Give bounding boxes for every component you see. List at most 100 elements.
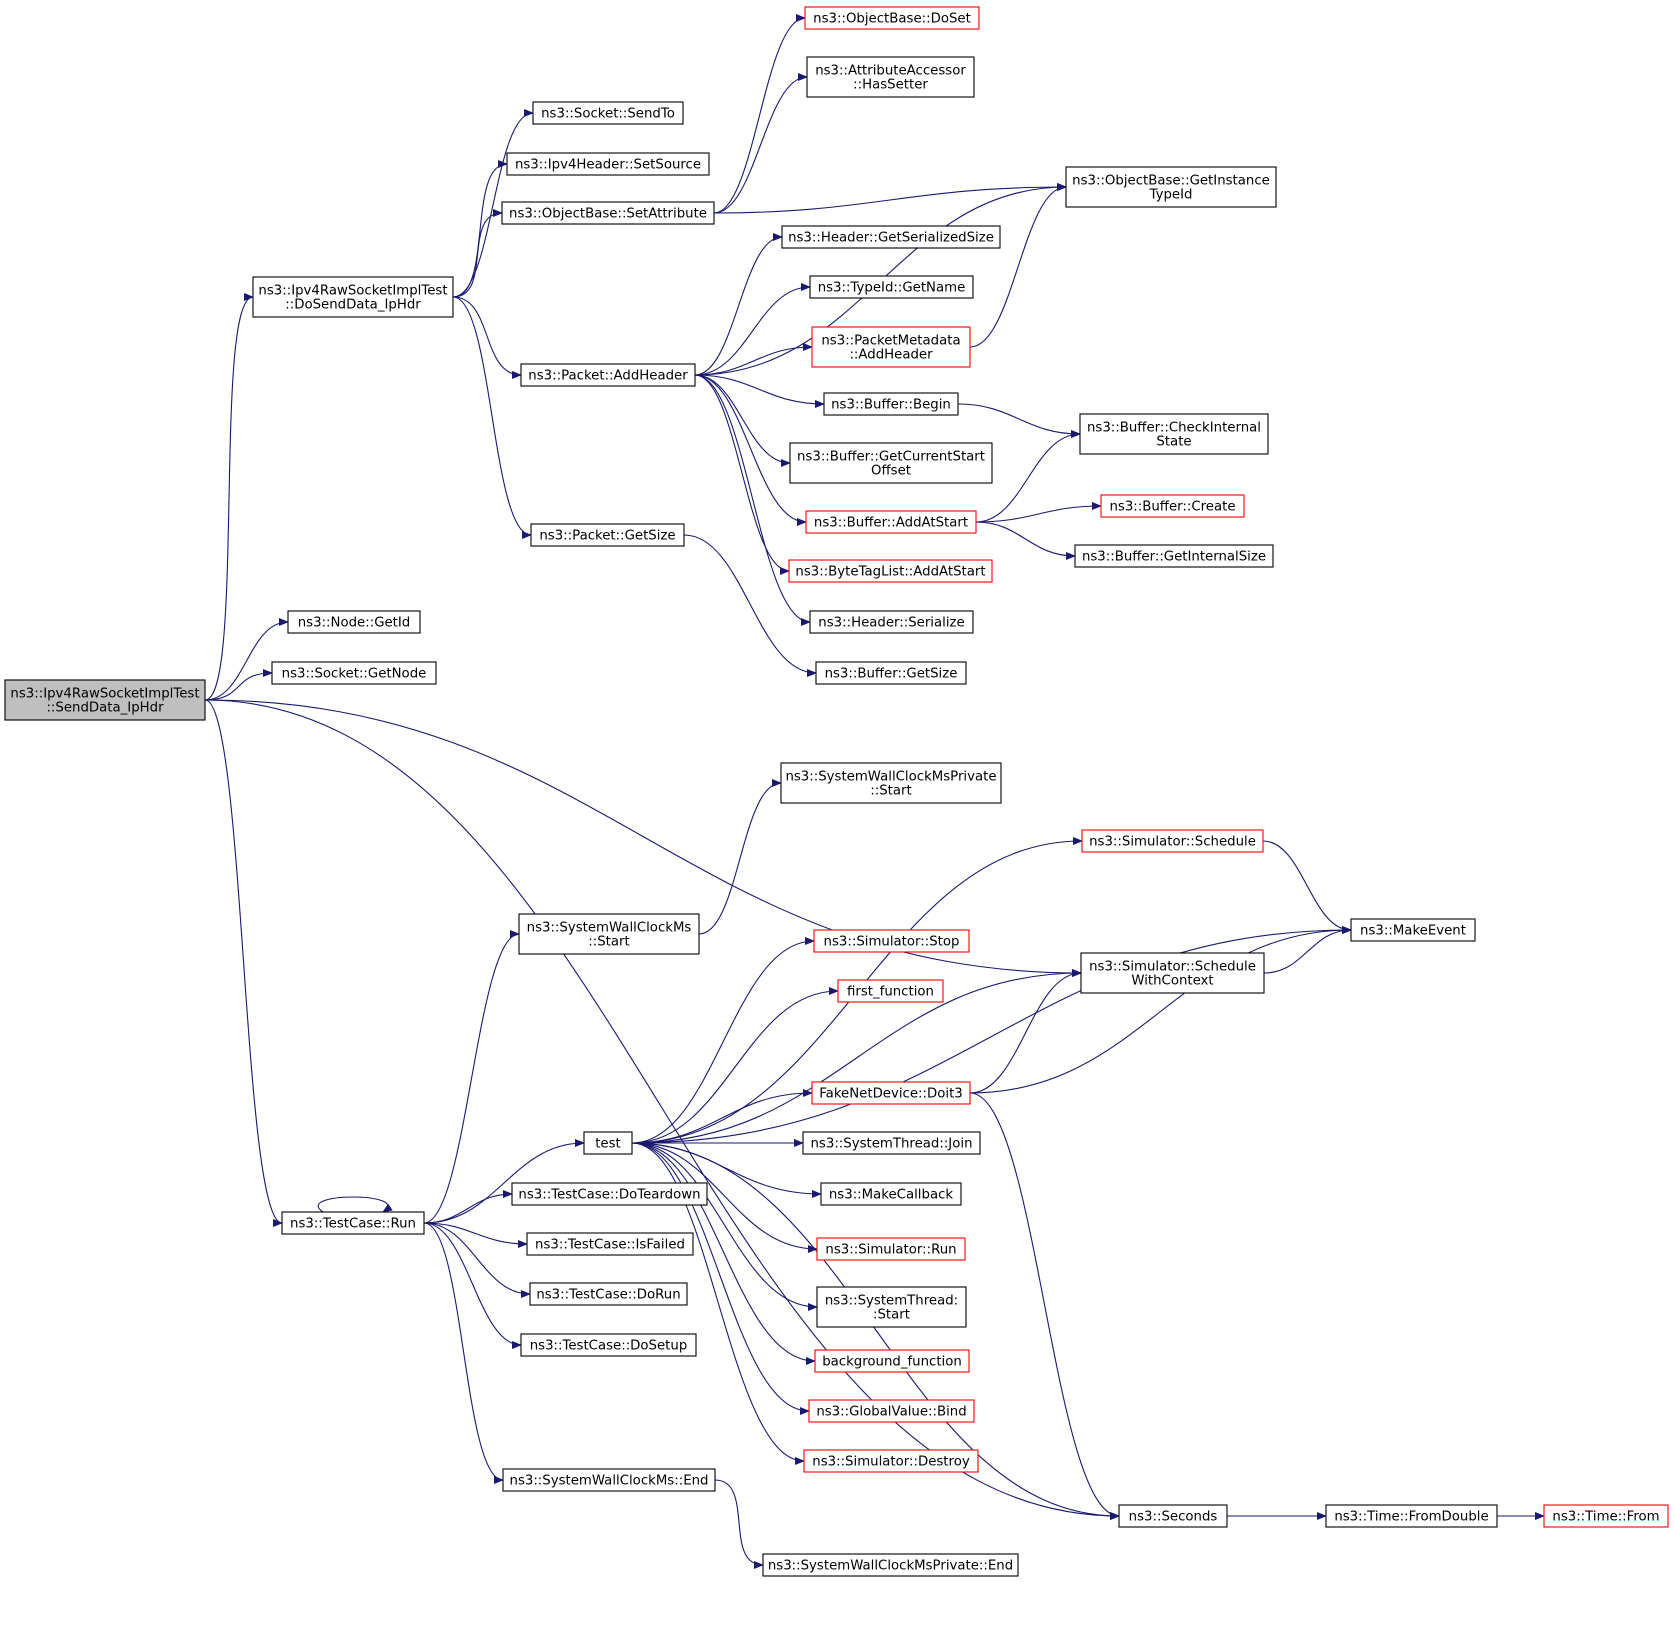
node-ns3-typeid-getname[interactable]: ns3::TypeId::GetName xyxy=(809,275,974,299)
node-label: ns3::ByteTagList::AddAtStart xyxy=(795,565,985,580)
node-ns3-bytetaglist-addatstart[interactable]: ns3::ByteTagList::AddAtStart xyxy=(788,559,993,583)
node-box xyxy=(837,979,944,1003)
node-label: ns3::MakeCallback xyxy=(829,1188,954,1203)
node-ns3-systemwallclockmsprivate-start[interactable]: ns3::SystemWallClockMsPrivate::Start xyxy=(780,762,1002,804)
node-box xyxy=(811,1081,971,1105)
node-box xyxy=(502,1468,716,1492)
node-label: ns3::Time::FromDouble xyxy=(1334,1510,1488,1525)
node-first-function[interactable]: first_function xyxy=(837,979,944,1003)
edge-test-to-makeEvent xyxy=(631,926,1352,1144)
node-ns3-testcase-doteardown[interactable]: ns3::TestCase::DoTeardown xyxy=(511,1182,708,1206)
node-ns3-time-fromdouble[interactable]: ns3::Time::FromDouble xyxy=(1325,1504,1498,1528)
node-box xyxy=(809,610,974,634)
node-label: ns3::TestCase::Run xyxy=(290,1217,416,1232)
node-ns3-simulator-destroy[interactable]: ns3::Simulator::Destroy xyxy=(803,1449,979,1473)
edge-bufAddAtStart-to-bufCheckInt xyxy=(975,430,1081,523)
node-label: ns3::Simulator::Schedule xyxy=(1089,960,1256,975)
node-box xyxy=(788,559,993,583)
node-label: ns3::Socket::SendTo xyxy=(541,107,675,122)
node-ns3-socket-sendto[interactable]: ns3::Socket::SendTo xyxy=(532,101,684,125)
node-ns3-systemwallclockms-start[interactable]: ns3::SystemWallClockMs::Start xyxy=(518,913,700,955)
node-ns3-testcase-dosetup[interactable]: ns3::TestCase::DoSetup xyxy=(520,1333,697,1357)
node-label: ns3::SystemWallClockMs xyxy=(527,921,692,936)
node-ns3-simulator-schedule[interactable]: ns3::Simulator::Schedule xyxy=(1081,829,1264,853)
node-box xyxy=(803,1449,979,1473)
node-box xyxy=(808,1399,975,1423)
edge-swcmStart-to-swcmpStart xyxy=(698,779,782,935)
edge-test-to-schedWithCtx xyxy=(631,969,1082,1144)
node-ns3-ipv4rawsocketimpltest-senddata-iphdr[interactable]: ns3::Ipv4RawSocketImplTest::SendData_IpH… xyxy=(4,679,206,721)
node-label: ns3::GlobalValue::Bind xyxy=(816,1405,966,1420)
node-ns3-packet-getsize[interactable]: ns3::Packet::GetSize xyxy=(530,523,685,547)
node-box xyxy=(816,1286,967,1328)
node-ns3-systemwallclockmsprivate-end[interactable]: ns3::SystemWallClockMsPrivate::End xyxy=(762,1553,1019,1577)
node-ns3-packet-addheader[interactable]: ns3::Packet::AddHeader xyxy=(520,363,696,387)
node-ns3-objectbase-setattribute[interactable]: ns3::ObjectBase::SetAttribute xyxy=(501,201,715,225)
node-ns3-objectbase-doset[interactable]: ns3::ObjectBase::DoSet xyxy=(804,6,980,30)
edge-tcRun-to-tcDoTeardown xyxy=(423,1190,513,1224)
node-label: ns3::Seconds xyxy=(1129,1510,1218,1525)
node-ns3-systemthread-join[interactable]: ns3::SystemThread::Join xyxy=(802,1131,981,1155)
node-ns3-seconds[interactable]: ns3::Seconds xyxy=(1118,1504,1228,1528)
node-ns3-header-getserializedsize[interactable]: ns3::Header::GetSerializedSize xyxy=(781,225,1001,249)
node-label: ns3::Buffer::CheckInternal xyxy=(1087,421,1261,436)
node-label: ns3::ObjectBase::GetInstance xyxy=(1072,174,1270,189)
node-box xyxy=(806,56,975,98)
node-ns3-testcase-isfailed[interactable]: ns3::TestCase::IsFailed xyxy=(526,1232,694,1256)
edge-tcRun-to-swcmStart xyxy=(423,930,520,1224)
node-box xyxy=(271,661,437,685)
node-label: ns3::Header::Serialize xyxy=(818,616,964,631)
edge-doSend-to-pktGetSize xyxy=(452,296,532,539)
node-ns3-simulator-stop[interactable]: ns3::Simulator::Stop xyxy=(813,929,970,953)
node-box xyxy=(809,275,974,299)
node-ns3-ipv4rawsocketimpltest-dosenddata-iphdr[interactable]: ns3::Ipv4RawSocketImplTest::DoSendData_I… xyxy=(252,276,454,318)
node-background-function[interactable]: background_function xyxy=(814,1349,970,1373)
node-box xyxy=(820,1182,962,1206)
node-ns3-ipv4header-setsource[interactable]: ns3::Ipv4Header::SetSource xyxy=(506,152,710,176)
edge-tcRun-to-tcRun xyxy=(317,1196,393,1213)
edge-simSchedule-to-makeEvent xyxy=(1262,840,1352,934)
node-label: ns3::MakeEvent xyxy=(1360,924,1466,939)
node-ns3-testcase-run[interactable]: ns3::TestCase::Run xyxy=(281,1211,425,1235)
node-ns3-time-from[interactable]: ns3::Time::From xyxy=(1543,1504,1669,1528)
node-ns3-header-serialize[interactable]: ns3::Header::Serialize xyxy=(809,610,974,634)
node-ns3-makecallback[interactable]: ns3::MakeCallback xyxy=(820,1182,962,1206)
node-fakenetdevice-doit3[interactable]: FakeNetDevice::Doit3 xyxy=(811,1081,971,1105)
edge-tcRun-to-swcmEnd xyxy=(423,1222,504,1484)
node-ns3-buffer-getinternalsize[interactable]: ns3::Buffer::GetInternalSize xyxy=(1074,544,1274,568)
node-ns3-buffer-begin[interactable]: ns3::Buffer::Begin xyxy=(823,392,959,416)
node-ns3-simulator-run[interactable]: ns3::Simulator::Run xyxy=(816,1237,966,1261)
node-test[interactable]: test xyxy=(583,1131,633,1155)
node-ns3-systemthread-start[interactable]: ns3::SystemThread::Start xyxy=(816,1286,967,1328)
node-ns3-buffer-addatstart[interactable]: ns3::Buffer::AddAtStart xyxy=(805,510,977,534)
node-ns3-node-getid[interactable]: ns3::Node::GetId xyxy=(287,610,421,634)
node-box xyxy=(529,1282,688,1306)
node-ns3-buffer-create[interactable]: ns3::Buffer::Create xyxy=(1100,494,1245,518)
node-ns3-buffer-getsize[interactable]: ns3::Buffer::GetSize xyxy=(815,661,967,685)
node-ns3-systemwallclockms-end[interactable]: ns3::SystemWallClockMs::End xyxy=(502,1468,716,1492)
node-label: ns3::Buffer::Create xyxy=(1109,500,1235,515)
node-ns3-packetmetadata-addheader[interactable]: ns3::PacketMetadata::AddHeader xyxy=(811,326,971,368)
node-label: ns3::TestCase::DoTeardown xyxy=(518,1188,700,1203)
edge-tcRun-to-tcDoSetup xyxy=(423,1222,522,1349)
node-ns3-testcase-dorun[interactable]: ns3::TestCase::DoRun xyxy=(529,1282,688,1306)
node-ns3-socket-getnode[interactable]: ns3::Socket::GetNode xyxy=(271,661,437,685)
edge-swcmEnd-to-swcmpEnd xyxy=(714,1479,764,1569)
node-ns3-makeevent[interactable]: ns3::MakeEvent xyxy=(1350,918,1476,942)
node-label: FakeNetDevice::Doit3 xyxy=(819,1087,963,1102)
edge-root-to-tcRun xyxy=(204,699,283,1227)
node-ns3-globalvalue-bind[interactable]: ns3::GlobalValue::Bind xyxy=(808,1399,975,1423)
node-ns3-attributeaccessor-hassetter[interactable]: ns3::AttributeAccessor::HasSetter xyxy=(806,56,975,98)
node-box xyxy=(281,1211,425,1235)
node-box xyxy=(823,392,959,416)
edge-addHeader-to-hdrSerialize xyxy=(694,374,811,626)
node-box xyxy=(1543,1504,1669,1528)
edge-root-to-seconds xyxy=(204,699,1120,1520)
node-label: ns3::SystemThread::Join xyxy=(811,1137,973,1152)
node-label: WithContext xyxy=(1131,974,1213,989)
